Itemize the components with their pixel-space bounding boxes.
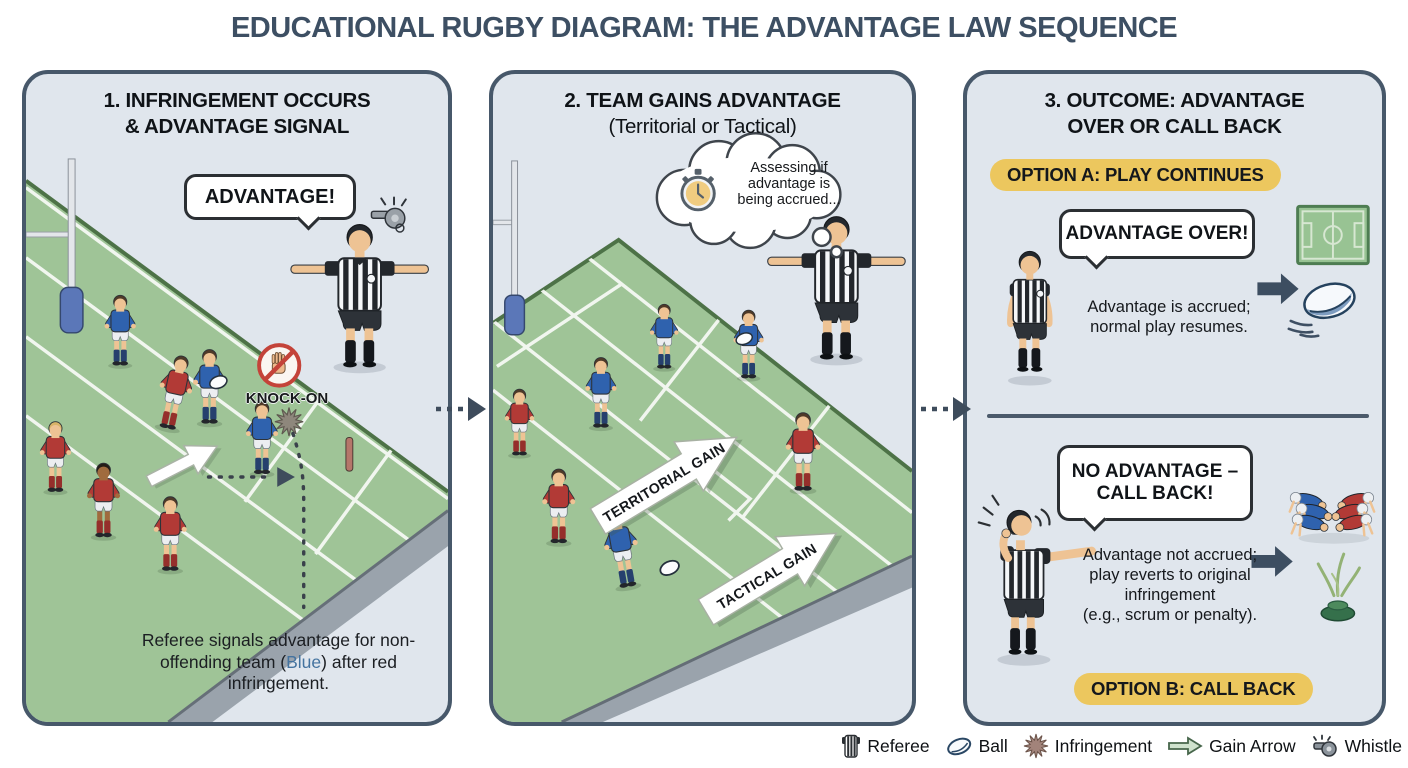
knock-on-icon bbox=[257, 343, 302, 388]
result-arrow-icon bbox=[1257, 273, 1299, 305]
infringement-icon bbox=[1023, 733, 1049, 759]
panel-advantage-gain: TERRITORIAL GAIN TACTICAL GAIN bbox=[489, 70, 916, 726]
panel1-header: 1. INFRINGEMENT OCCURS & ADVANTAGE SIGNA… bbox=[26, 88, 448, 140]
legend-label: Infringement bbox=[1054, 735, 1153, 756]
small-arrowhead-icon bbox=[277, 467, 295, 487]
panel1-illustration bbox=[26, 158, 448, 722]
referee-call-back bbox=[979, 496, 1092, 666]
advantage-over-bubble: ADVANTAGE OVER! bbox=[1059, 209, 1255, 259]
legend-label: Gain Arrow bbox=[1209, 735, 1296, 756]
whistle-icon bbox=[370, 196, 407, 233]
option-b-pill: OPTION B: CALL BACK bbox=[1074, 673, 1313, 705]
field bbox=[26, 180, 448, 722]
gain-arrow bbox=[145, 444, 222, 489]
panel2-header-line2: (Territorial or Tactical) bbox=[608, 115, 797, 139]
no-advantage-bubble: NO ADVANTAGE – CALL BACK! bbox=[1057, 445, 1253, 521]
stopwatch-icon bbox=[680, 168, 716, 212]
options-divider bbox=[987, 414, 1369, 418]
option-a-pill: OPTION A: PLAY CONTINUES bbox=[990, 159, 1281, 191]
panel-infringement: 1. INFRINGEMENT OCCURS & ADVANTAGE SIGNA… bbox=[22, 70, 452, 726]
legend-item-ball: Ball bbox=[945, 736, 1008, 757]
knock-on-label: KNOCK-ON bbox=[245, 390, 329, 407]
legend-item-referee: Referee bbox=[841, 733, 930, 759]
panel3-header-line2: OVER OR CALL BACK bbox=[1067, 115, 1282, 139]
thought-bubble-text: Assessing if advantage is being accrued.… bbox=[737, 160, 841, 209]
panel3-header-line1: 3. OUTCOME: ADVANTAGE bbox=[1044, 89, 1305, 112]
result-arrow-icon bbox=[1251, 546, 1293, 577]
legend: Referee Ball Infringement Gain Arrow bbox=[841, 733, 1402, 759]
panel1-caption: Referee signals advantage for non-offend… bbox=[126, 630, 431, 695]
corner-post bbox=[345, 437, 354, 472]
flow-arrow-1-to-2-icon bbox=[436, 397, 486, 421]
option-b-description: Advantage not accrued; play reverts to o… bbox=[1079, 545, 1261, 626]
scrum-icon bbox=[1288, 491, 1376, 544]
legend-item-whistle: Whistle bbox=[1311, 734, 1402, 758]
ball-icon bbox=[209, 375, 228, 390]
desc-line: normal play resumes. bbox=[1090, 318, 1248, 337]
gain-arrow-icon bbox=[1168, 736, 1203, 756]
whistle-icon bbox=[1312, 734, 1337, 757]
legend-item-infringement: Infringement bbox=[1023, 733, 1152, 759]
flow-arrow-2-to-3-icon bbox=[921, 397, 971, 421]
kicking-tee-icon bbox=[1316, 552, 1361, 622]
panel-outcome: 3. OUTCOME: ADVANTAGE OVER OR CALL BACK … bbox=[963, 70, 1386, 726]
advantage-over-text: ADVANTAGE OVER! bbox=[1065, 223, 1249, 245]
legend-label: Referee bbox=[867, 735, 930, 756]
desc-line: play reverts to original bbox=[1089, 566, 1251, 585]
flying-ball-icon bbox=[1287, 282, 1356, 338]
panel3-illustration bbox=[967, 204, 1376, 722]
caption-text: ) after red infringement. bbox=[227, 651, 398, 694]
legend-label: Whistle bbox=[1344, 735, 1402, 756]
no-advantage-text: NO ADVANTAGE – bbox=[1071, 461, 1239, 483]
desc-line: (e.g., scrum or penalty). bbox=[1082, 606, 1258, 625]
ball-icon bbox=[735, 332, 753, 346]
referee-icon bbox=[842, 734, 861, 758]
option-a-description: Advantage is accrued; normal play resume… bbox=[1073, 297, 1265, 337]
goal-post bbox=[26, 158, 84, 334]
caption-blue-word: Blue bbox=[286, 651, 322, 672]
goal-post bbox=[493, 160, 526, 336]
panel2-header-line1: 2. TEAM GAINS ADVANTAGE bbox=[564, 89, 841, 112]
referee-advantage-signal bbox=[289, 223, 430, 375]
advantage-speech-text: ADVANTAGE! bbox=[204, 185, 336, 208]
panel1-header-line1: 1. INFRINGEMENT OCCURS bbox=[103, 89, 371, 112]
legend-label: Ball bbox=[978, 735, 1008, 756]
ball-icon bbox=[659, 559, 680, 576]
dotted-annotation bbox=[206, 431, 306, 610]
desc-line: infringement bbox=[1124, 586, 1216, 605]
legend-item-gain-arrow: Gain Arrow bbox=[1167, 736, 1296, 757]
no-advantage-text: CALL BACK! bbox=[1096, 483, 1214, 504]
advantage-speech-bubble: ADVANTAGE! bbox=[184, 174, 356, 220]
ball-icon bbox=[946, 737, 971, 755]
diagram-title: EDUCATIONAL RUGBY DIAGRAM: THE ADVANTAGE… bbox=[230, 12, 1178, 44]
desc-line: Advantage not accrued; bbox=[1082, 546, 1258, 564]
referee-standing bbox=[1008, 251, 1052, 385]
panel2-header: 2. TEAM GAINS ADVANTAGE (Territorial or … bbox=[493, 88, 912, 140]
desc-line: Advantage is accrued; bbox=[1087, 298, 1251, 316]
panel3-header: 3. OUTCOME: ADVANTAGE OVER OR CALL BACK bbox=[967, 88, 1382, 140]
panel1-header-line2: & ADVANTAGE SIGNAL bbox=[124, 115, 350, 139]
pitch-icon bbox=[1296, 204, 1370, 266]
caption-text: Referee signals advantage for non-offend… bbox=[141, 630, 416, 672]
panel2-illustration: TERRITORIAL GAIN TACTICAL GAIN bbox=[493, 132, 912, 722]
